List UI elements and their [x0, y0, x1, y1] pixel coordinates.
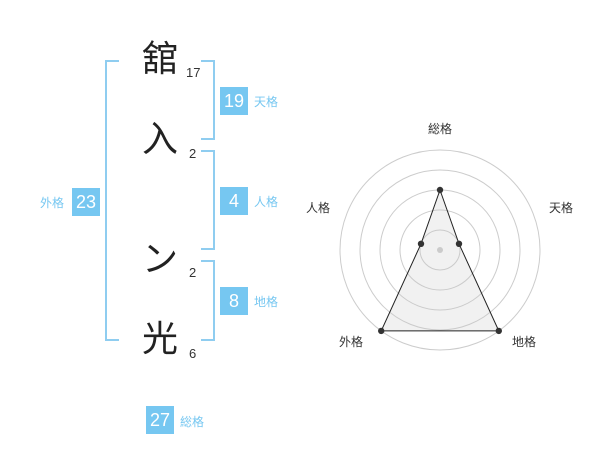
chikaku-value: 8	[220, 287, 248, 315]
radar-label-gaikaku: 外格	[338, 335, 363, 349]
tenkaku-bracket	[201, 60, 215, 140]
tenkaku-value: 19	[220, 87, 248, 115]
jinkaku-value: 4	[220, 187, 248, 215]
gaikaku-bracket	[105, 60, 119, 341]
radar-label-tenkaku: 天格	[548, 201, 573, 215]
stroke-count-3: 2	[189, 265, 197, 280]
chikaku-label: 地格	[254, 295, 279, 309]
chikaku-bracket	[201, 260, 215, 341]
jinkaku-bracket	[201, 150, 215, 250]
radar-point-1	[455, 240, 463, 247]
gaikaku-value: 23	[72, 188, 100, 216]
radar-grid-ring-4	[359, 169, 521, 331]
stroke-count-4: 6	[189, 346, 197, 361]
soukaku-label: 総格	[180, 415, 205, 429]
radar-point-2	[495, 327, 502, 335]
name-char-4: 光	[141, 319, 178, 360]
radar-grid-ring-2	[399, 209, 481, 291]
stroke-count-1: 17	[186, 65, 201, 80]
tenkaku-label: 天格	[254, 95, 279, 109]
name-char-2: 入	[141, 119, 178, 160]
jinkaku-label: 人格	[254, 195, 279, 209]
name-char-3: ン	[141, 239, 178, 280]
name-char-1: 舘	[141, 39, 178, 80]
radar-label-jinkaku: 人格	[305, 201, 330, 215]
radar-label-soukaku: 総格	[427, 122, 452, 136]
radar-label-chikaku: 地格	[511, 335, 536, 349]
radar-point-4	[417, 240, 425, 247]
soukaku-value: 27	[146, 406, 174, 434]
radar-center	[437, 247, 443, 253]
radar-grid-ring-5	[339, 149, 541, 351]
stroke-count-2: 2	[189, 146, 197, 161]
radar-series-polygon	[380, 188, 500, 332]
radar-point-3	[378, 327, 385, 335]
gaikaku-label: 外格	[40, 196, 65, 210]
radar-point-0	[436, 186, 444, 194]
radar-grid-ring-1	[419, 229, 461, 271]
